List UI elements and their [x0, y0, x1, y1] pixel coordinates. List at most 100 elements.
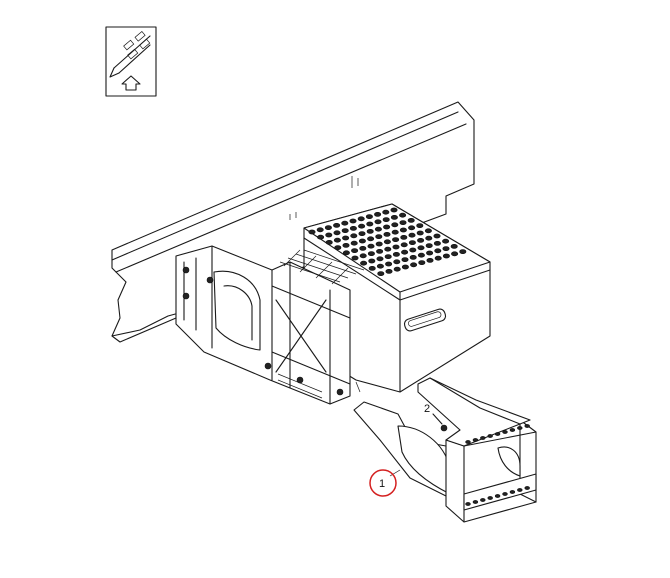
vent-hole: [351, 248, 359, 253]
vent-hole: [384, 254, 392, 259]
vent-hole: [341, 220, 349, 226]
vent-hole: [366, 228, 374, 234]
vent-hole: [325, 239, 333, 245]
vent-hole: [359, 245, 367, 251]
vent-hole: [401, 264, 409, 270]
tread-hole: [517, 426, 523, 430]
vent-hole: [433, 233, 441, 239]
vent-hole: [399, 227, 407, 233]
tread-hole: [509, 490, 516, 494]
vent-hole: [425, 243, 433, 248]
vent-hole: [451, 251, 459, 257]
callout-2: 2: [424, 403, 448, 432]
vent-hole: [385, 261, 393, 267]
vent-hole: [342, 250, 350, 256]
vent-hole: [367, 251, 375, 256]
vent-hole: [368, 258, 376, 264]
vent-hole: [392, 251, 400, 257]
vent-hole: [434, 255, 442, 261]
vent-hole: [367, 236, 375, 242]
vent-hole: [426, 257, 434, 263]
vent-hole: [350, 233, 358, 239]
vent-hole: [375, 234, 383, 239]
vent-hole: [376, 248, 384, 254]
vent-hole: [365, 214, 373, 219]
vent-hole: [383, 224, 391, 230]
vent-hole: [390, 207, 398, 213]
vent-hole: [333, 222, 341, 228]
tread-hole: [480, 436, 486, 440]
vent-hole: [401, 257, 409, 262]
vent-hole: [351, 255, 359, 261]
vent-hole: [324, 225, 332, 230]
vent-hole: [316, 227, 324, 233]
vent-hole: [416, 230, 424, 236]
vent-hole: [341, 228, 349, 233]
tread-hole: [465, 440, 471, 444]
vent-hole: [417, 237, 425, 243]
vent-hole: [442, 246, 450, 251]
vent-hole: [308, 229, 316, 235]
vent-hole: [333, 237, 341, 243]
vent-hole: [425, 235, 433, 241]
vent-hole: [349, 218, 357, 224]
tread-hole: [472, 500, 479, 504]
rail-removal-arrow-icon: [105, 26, 157, 97]
tread-hole: [524, 486, 530, 490]
vent-hole: [407, 217, 415, 223]
vent-hole: [366, 221, 374, 227]
vent-hole: [393, 259, 401, 265]
vent-hole: [333, 230, 341, 236]
tread-hole: [465, 502, 471, 506]
vent-hole: [342, 242, 350, 248]
vent-hole: [391, 229, 399, 235]
vent-hole: [358, 231, 366, 236]
vent-hole: [357, 216, 365, 222]
vent-hole: [408, 225, 416, 231]
vent-hole: [392, 237, 400, 242]
vent-hole: [349, 225, 357, 231]
vent-hole: [392, 244, 400, 250]
callout-1: 1: [369, 469, 401, 497]
vent-hole: [433, 240, 441, 246]
vent-hole: [374, 211, 382, 217]
vent-hole: [409, 254, 417, 260]
tread-hole: [494, 494, 501, 498]
step-assembly: [353, 377, 537, 523]
vent-hole: [350, 240, 358, 246]
vent-hole: [450, 243, 458, 249]
vent-hole: [399, 212, 407, 218]
vent-hole: [377, 271, 385, 276]
vent-hole: [325, 232, 333, 238]
vent-hole: [383, 231, 391, 237]
vent-hole: [418, 260, 426, 265]
tread-hole: [494, 432, 501, 436]
tread-hole: [502, 430, 508, 434]
vent-hole: [391, 222, 399, 228]
vent-hole: [409, 247, 417, 253]
vent-hole: [360, 260, 368, 266]
vent-hole: [417, 252, 425, 258]
battery-box: [303, 203, 491, 393]
vent-hole: [376, 256, 384, 262]
callout-1-label: 1: [379, 478, 385, 490]
vent-hole: [384, 246, 392, 252]
vent-hole: [359, 253, 367, 259]
callout-2-label: 2: [424, 403, 430, 415]
tread-hole: [480, 498, 486, 502]
tread-hole: [487, 496, 493, 500]
vent-hole: [358, 223, 366, 229]
vent-hole: [390, 214, 398, 220]
vent-hole: [400, 242, 408, 248]
vent-hole: [424, 228, 432, 234]
vent-hole: [401, 249, 409, 255]
vent-hole: [399, 220, 407, 225]
tread-hole: [524, 424, 530, 428]
vent-hole: [426, 250, 434, 256]
tread-hole: [517, 488, 523, 492]
vent-hole: [385, 268, 393, 274]
vent-hole-grid: [308, 207, 467, 276]
vent-hole: [334, 245, 342, 250]
vent-hole: [375, 241, 383, 247]
